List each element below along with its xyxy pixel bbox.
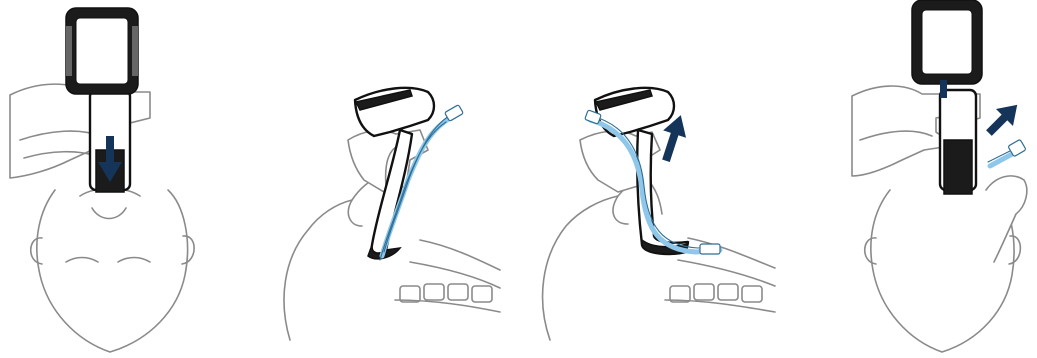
step-4-panel [790,0,1037,358]
down-right-arrow-icon [980,96,1025,141]
patient-eye-right [118,258,150,263]
patient-head [37,190,188,352]
step-2-panel [260,0,520,358]
video-screen [76,18,128,84]
step-1-illustration [0,0,260,358]
patient-nose [92,208,126,219]
video-screen [922,10,972,74]
screen-indicator [940,80,947,98]
vertebrae [400,284,492,302]
vertebrae [670,284,762,302]
step-3-panel [520,0,790,358]
step-2-illustration [260,0,520,358]
step-4-illustration [790,0,1037,358]
step-3-illustration [520,0,790,358]
step-1-panel [0,0,260,358]
tube-cuff [700,244,720,254]
patient-eye-left [66,258,98,263]
